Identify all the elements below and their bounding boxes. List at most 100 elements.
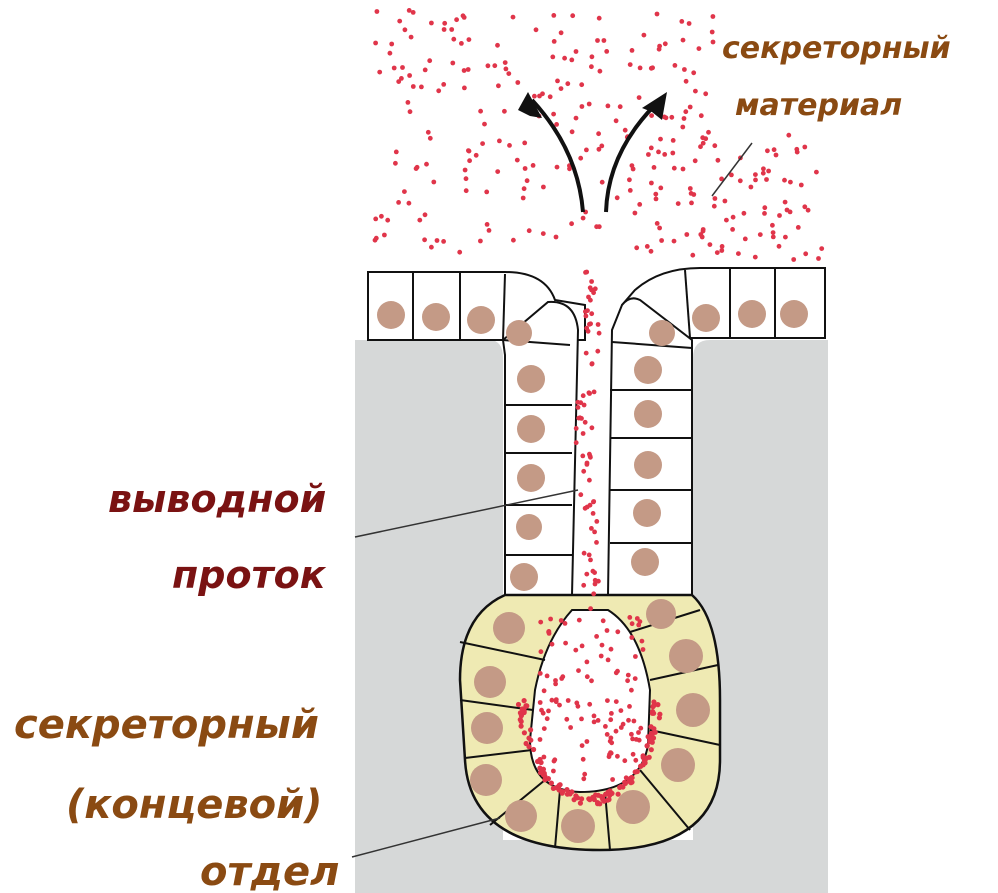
secretion-dot: [550, 698, 555, 703]
secretion-dot: [394, 150, 399, 155]
secretion-dot: [581, 393, 586, 398]
secretion-dot: [638, 66, 643, 71]
secretion-dot: [574, 440, 579, 445]
secretion-dot: [419, 85, 424, 90]
secretion-dot: [637, 202, 642, 207]
secretion-granule: [523, 703, 528, 708]
secretion-granule: [616, 792, 621, 797]
secretion-dot: [736, 251, 741, 256]
secretion-dot: [591, 511, 596, 516]
secretion-dot: [555, 165, 560, 170]
secretion-dot: [385, 218, 390, 223]
secretion-granule: [596, 793, 601, 798]
secretion-dot: [587, 391, 592, 396]
secretion-dot: [582, 551, 587, 556]
secretion-dot: [511, 15, 516, 20]
secretion-dot: [597, 331, 602, 336]
secretion-dot: [485, 222, 490, 227]
secretion-dot: [547, 629, 552, 634]
secretion-dot: [502, 109, 507, 114]
secretion-dot: [497, 139, 502, 144]
secretion-dot: [600, 643, 605, 648]
secretion-dot: [427, 58, 432, 63]
secretion-dot: [605, 628, 610, 633]
secretion-dot: [615, 195, 620, 200]
secretion-dot: [590, 425, 595, 430]
secretion-dot: [393, 161, 398, 166]
secretion-dot: [713, 196, 718, 201]
label-secretory-material-2: материал: [735, 88, 902, 123]
nucleus: [634, 400, 662, 428]
secretion-dot: [627, 615, 632, 620]
secretion-dot: [657, 47, 662, 52]
secretion-dot: [462, 86, 467, 91]
secretion-granule: [643, 760, 648, 765]
secretion-dot: [480, 141, 485, 146]
secretion-dot: [379, 214, 384, 219]
secretion-dot: [626, 718, 631, 723]
secretion-dot: [564, 717, 569, 722]
secretion-dot: [658, 186, 663, 191]
secretion-dot: [554, 697, 559, 702]
secretion-dot: [537, 94, 542, 99]
secretion-dot: [656, 150, 661, 155]
secretion-dot: [796, 225, 801, 230]
secretion-dot: [374, 236, 379, 241]
secretion-dot: [649, 113, 654, 118]
secretion-dot: [785, 208, 790, 213]
secretion-dot: [580, 644, 585, 649]
secretion-dot: [629, 732, 634, 737]
secretion-dot: [638, 726, 643, 731]
secretion-dot: [697, 46, 702, 51]
secretion-dot: [589, 311, 594, 316]
secretion-dot: [552, 39, 557, 44]
secretion-dot: [550, 642, 555, 647]
secretion-dot: [712, 204, 717, 209]
secretion-dot: [774, 153, 779, 158]
nucleus: [738, 300, 766, 328]
label-secretory-material-1: секреторный: [722, 31, 951, 66]
secretion-dot: [464, 188, 469, 193]
secretion-dot: [563, 621, 568, 626]
secretion-dot: [762, 205, 767, 210]
secretion-dot: [795, 150, 800, 155]
nucleus: [661, 748, 695, 782]
secretion-dot: [400, 65, 405, 70]
secretion-dot: [587, 102, 592, 107]
secretory-material-leader: [712, 143, 752, 196]
secretion-dot: [703, 91, 708, 96]
secretion-dot: [429, 245, 434, 250]
secretion-dot: [623, 128, 628, 133]
secretion-dot: [682, 67, 687, 72]
secretion-dot: [409, 35, 414, 40]
secretion-dot: [579, 416, 584, 421]
secretion-dot: [802, 204, 807, 209]
secretion-granule: [522, 698, 527, 703]
secretion-dot: [689, 201, 694, 206]
secretion-dot: [442, 27, 447, 32]
secretion-dot: [569, 221, 574, 226]
secretion-dot: [765, 148, 770, 153]
secretion-flow-arrows: [532, 100, 660, 212]
secretion-dot: [591, 499, 596, 504]
secretion-dot: [622, 758, 627, 763]
nucleus: [669, 639, 703, 673]
secretion-dot: [653, 192, 658, 197]
secretion-granule: [649, 731, 654, 736]
secretion-granule: [649, 747, 654, 752]
secretion-dot: [819, 246, 824, 251]
secretion-dot: [791, 257, 796, 262]
secretion-dot: [655, 221, 660, 226]
secretion-dot: [408, 109, 413, 114]
secretion-dot: [583, 420, 588, 425]
secretion-dot: [592, 714, 597, 719]
secretion-dot: [451, 37, 456, 42]
secretion-dot: [743, 237, 748, 242]
secretion-granule: [526, 736, 531, 741]
secretion-granule: [641, 753, 646, 758]
secretion-granule: [519, 719, 524, 724]
secretion-granule: [607, 788, 612, 793]
secretion-dot: [649, 181, 654, 186]
secretion-dot: [586, 329, 591, 334]
secretion-dot: [700, 235, 705, 240]
